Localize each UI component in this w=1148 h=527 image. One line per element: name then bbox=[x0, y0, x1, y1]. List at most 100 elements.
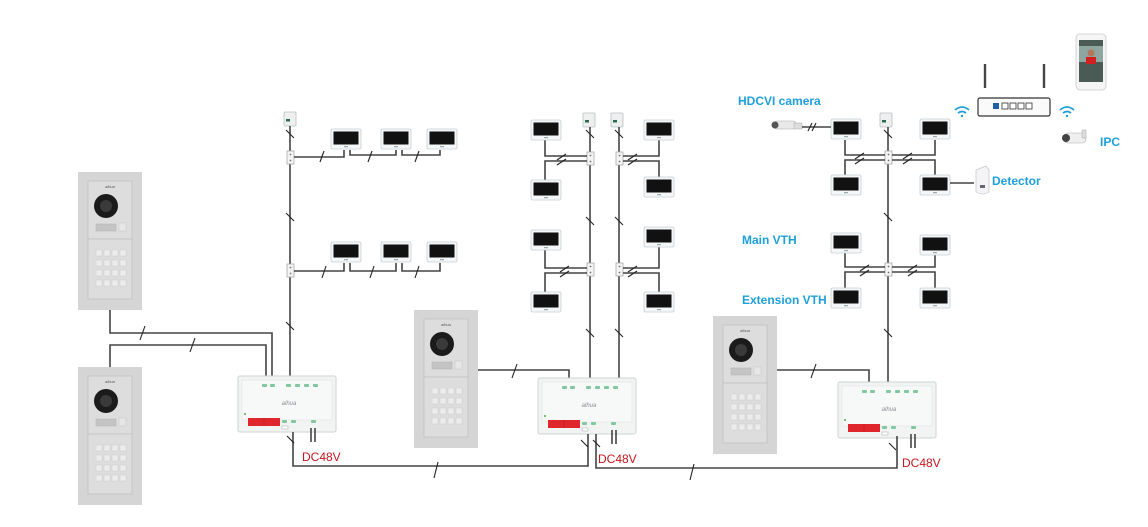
wire-tick bbox=[580, 439, 589, 448]
power-distributor bbox=[879, 112, 893, 128]
wire-tick bbox=[859, 264, 870, 272]
junction bbox=[286, 150, 295, 165]
vth-monitor bbox=[830, 174, 862, 196]
wire-tick bbox=[585, 129, 595, 139]
wire bbox=[844, 140, 885, 175]
wire bbox=[844, 252, 885, 288]
power-label: DC48V bbox=[598, 452, 637, 466]
wire bbox=[478, 369, 570, 378]
wire-tick bbox=[807, 122, 813, 132]
vth-monitor bbox=[919, 174, 951, 196]
wifi-icon bbox=[954, 106, 970, 118]
wire bbox=[294, 263, 441, 272]
2-wire-switch bbox=[537, 377, 637, 435]
vth-monitor bbox=[330, 128, 362, 150]
junction bbox=[884, 150, 893, 165]
cascade-wire bbox=[292, 432, 589, 467]
wire bbox=[623, 247, 660, 292]
wire bbox=[294, 150, 441, 158]
vth-monitor bbox=[643, 226, 675, 248]
wire bbox=[892, 253, 936, 288]
wire-tick bbox=[414, 150, 420, 163]
wire-tick bbox=[189, 337, 196, 353]
extension-vth-label: Extension VTH bbox=[742, 293, 827, 307]
power-label: DC48V bbox=[902, 456, 941, 470]
wire-tick bbox=[286, 435, 295, 444]
junction bbox=[586, 151, 595, 166]
wire bbox=[109, 310, 273, 376]
junction bbox=[586, 262, 595, 277]
wire-tick bbox=[559, 265, 570, 273]
outdoor-station bbox=[712, 315, 778, 455]
wire-tick bbox=[511, 363, 518, 379]
detector-label: Detector bbox=[992, 174, 1041, 188]
junction bbox=[884, 262, 893, 277]
junction bbox=[615, 151, 624, 166]
outdoor-station bbox=[77, 171, 143, 311]
wire-tick bbox=[614, 216, 624, 226]
vth-monitor bbox=[530, 229, 562, 251]
wire-tick bbox=[883, 129, 893, 139]
power-distributor bbox=[283, 111, 297, 127]
power-distributor bbox=[582, 112, 596, 128]
junction bbox=[286, 263, 295, 278]
wire bbox=[892, 140, 936, 175]
wire-tick bbox=[810, 363, 817, 379]
outdoor-station bbox=[77, 366, 143, 506]
wire-tick bbox=[367, 150, 373, 163]
wire bbox=[777, 369, 870, 382]
smartphone-icon bbox=[1075, 33, 1107, 91]
vth-monitor bbox=[330, 241, 362, 263]
vth-monitor bbox=[426, 241, 458, 263]
vth-monitor bbox=[380, 241, 412, 263]
wire bbox=[544, 140, 587, 180]
wifi-icon bbox=[1059, 106, 1075, 118]
wire-tick bbox=[414, 265, 420, 279]
vth-monitor bbox=[380, 128, 412, 150]
wire-tick bbox=[285, 321, 295, 331]
wire-tick bbox=[854, 157, 865, 165]
vth-monitor bbox=[830, 232, 862, 254]
wire-tick bbox=[883, 328, 893, 338]
wire-tick bbox=[627, 158, 638, 166]
wire-tick bbox=[689, 463, 695, 481]
router-icon bbox=[977, 64, 1051, 117]
vth-monitor bbox=[643, 119, 675, 141]
vth-monitor bbox=[426, 128, 458, 150]
vth-monitor bbox=[530, 179, 562, 201]
power-distributor bbox=[610, 112, 624, 128]
wire-tick bbox=[907, 264, 918, 272]
vth-monitor bbox=[919, 234, 951, 256]
cascade-wire bbox=[595, 434, 898, 469]
wire-tick bbox=[585, 216, 595, 226]
vth-monitor bbox=[919, 118, 951, 140]
vth-monitor bbox=[919, 287, 951, 309]
wire-tick bbox=[585, 328, 595, 338]
wire-tick bbox=[627, 153, 638, 161]
wire-tick bbox=[902, 152, 913, 160]
wire-tick bbox=[285, 212, 295, 222]
hdcvi-camera-icon bbox=[771, 120, 803, 130]
wire-tick bbox=[902, 157, 913, 165]
power-label: DC48V bbox=[302, 450, 341, 464]
wire-tick bbox=[285, 129, 295, 139]
wire-tick bbox=[614, 129, 624, 139]
wire-tick bbox=[321, 265, 327, 279]
2-wire-switch bbox=[837, 381, 937, 439]
vth-monitor bbox=[530, 291, 562, 313]
group-2 bbox=[413, 112, 675, 449]
detector-icon bbox=[975, 165, 990, 195]
outdoor-station bbox=[413, 309, 479, 449]
wire-tick bbox=[627, 265, 638, 273]
wire-tick bbox=[888, 442, 897, 451]
group-3 bbox=[712, 33, 1107, 455]
wire-tick bbox=[592, 439, 601, 448]
wire-tick bbox=[854, 152, 865, 160]
wire-tick bbox=[883, 212, 893, 222]
main-vth-label: Main VTH bbox=[742, 233, 797, 247]
wire-tick bbox=[559, 270, 570, 278]
wire-tick bbox=[139, 325, 146, 341]
wire-tick bbox=[811, 122, 817, 132]
wire-tick bbox=[859, 269, 870, 277]
